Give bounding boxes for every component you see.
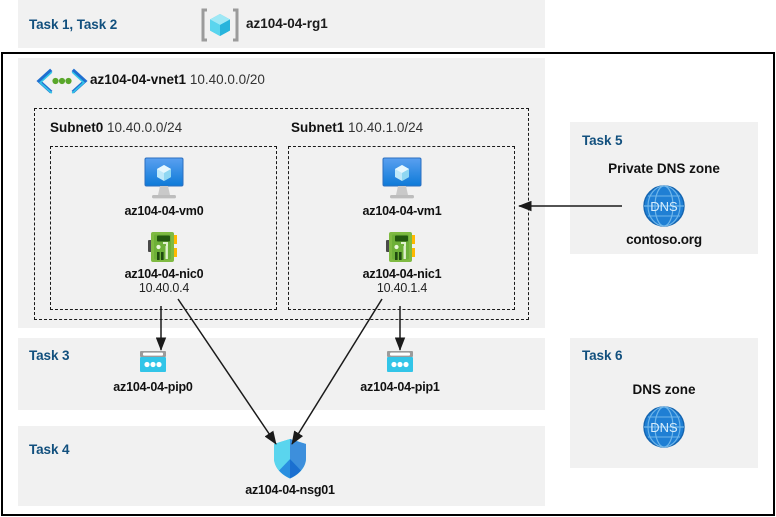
pip1-label: az104-04-pip1: [360, 380, 440, 394]
vm1-label: az104-04-vm1: [362, 204, 442, 218]
network-interface-icon: [104, 228, 224, 266]
resource-group-icon: [201, 7, 239, 43]
subnet0-header: Subnet0 10.40.0.0/24: [50, 120, 182, 135]
pip0-label: az104-04-pip0: [113, 380, 193, 394]
resource-group-header-panel: [18, 0, 545, 48]
task-label-public-ip: Task 3: [29, 348, 70, 363]
private-dns-zone-node[interactable]: DNS contoso.org: [604, 183, 724, 247]
network-security-group-icon: [226, 437, 354, 481]
pip1-node[interactable]: az104-04-pip1: [340, 348, 460, 394]
vnet-address-space: 10.40.0.0/20: [189, 72, 265, 87]
subnet1-header: Subnet1 10.40.1.0/24: [291, 120, 423, 135]
diagram-outer-frame: [1, 52, 775, 516]
public-ip-address-icon: [340, 348, 460, 378]
vm0-label: az104-04-vm0: [124, 204, 204, 218]
public-ip-panel: [18, 338, 545, 410]
pip0-node[interactable]: az104-04-pip0: [93, 348, 213, 394]
virtual-machine-icon: [104, 156, 224, 202]
subnet1-address-space: 10.40.1.0/24: [348, 120, 424, 135]
svg-text:DNS: DNS: [650, 199, 678, 214]
task-label-dns-zone: Task 6: [582, 348, 623, 363]
nic1-node[interactable]: az104-04-nic1 10.40.1.4: [342, 228, 462, 295]
vm1-node[interactable]: az104-04-vm1: [342, 156, 462, 218]
nic0-label: az104-04-nic0: [124, 267, 204, 281]
vnet-name: az104-04-vnet1: [90, 72, 187, 87]
nsg-label: az104-04-nsg01: [245, 483, 335, 497]
subnet0-name: Subnet0: [50, 120, 104, 135]
subnet1-box: [288, 146, 515, 310]
vnet-panel: [18, 58, 545, 328]
dns-zone-title: DNS zone: [632, 382, 696, 397]
subnet0-address-space: 10.40.0.0/24: [107, 120, 183, 135]
resource-group-name: az104-04-rg1: [246, 16, 328, 31]
virtual-machine-icon: [342, 156, 462, 202]
nic1-label: az104-04-nic1: [362, 267, 442, 281]
subnet0-box: [50, 146, 277, 310]
svg-text:DNS: DNS: [650, 420, 678, 435]
virtual-network-icon: [36, 68, 88, 94]
nsg-node[interactable]: az104-04-nsg01: [226, 437, 354, 497]
task-label-nsg: Task 4: [29, 442, 70, 457]
dns-zone-node[interactable]: DNS: [604, 404, 724, 450]
task-label-resource-group: Task 1, Task 2: [29, 17, 118, 32]
subnet1-name: Subnet1: [291, 120, 345, 135]
network-interface-icon: [342, 228, 462, 266]
vm0-node[interactable]: az104-04-vm0: [104, 156, 224, 218]
nic1-ip: 10.40.1.4: [376, 281, 428, 295]
task-label-private-dns-zone: Task 5: [582, 133, 623, 148]
nic0-node[interactable]: az104-04-nic0 10.40.0.4: [104, 228, 224, 295]
private-dns-zone-title: Private DNS zone: [608, 161, 720, 176]
private-dns-zone-name: contoso.org: [626, 232, 702, 247]
vnet-header: az104-04-vnet1 10.40.0.0/20: [90, 72, 265, 87]
subnets-container: [34, 108, 529, 320]
public-ip-address-icon: [93, 348, 213, 378]
nic0-ip: 10.40.0.4: [138, 281, 190, 295]
dns-zone-icon: DNS: [604, 183, 724, 229]
dns-zone-icon: DNS: [604, 404, 724, 450]
